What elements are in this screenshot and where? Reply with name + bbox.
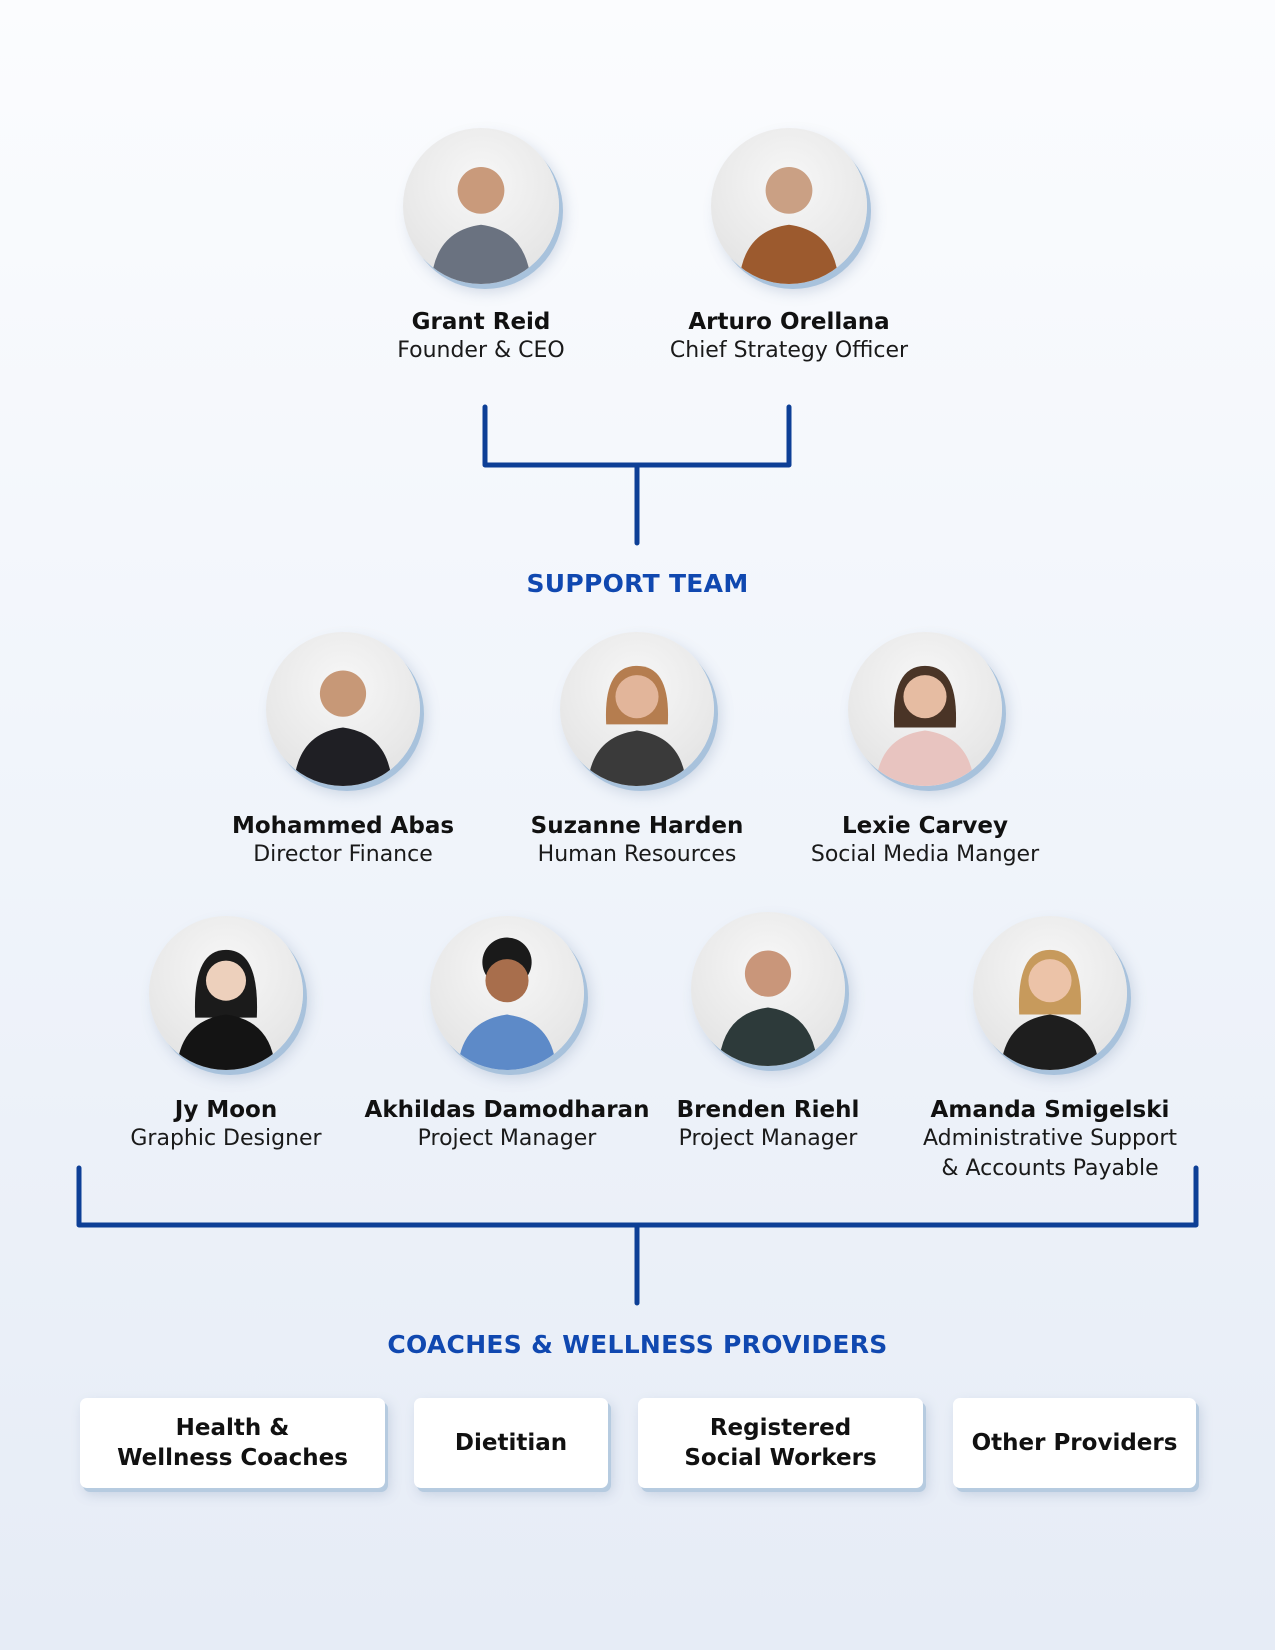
person-photo	[848, 632, 1002, 786]
person-photo	[973, 916, 1127, 1070]
person-role: Chief Strategy Officer	[669, 338, 909, 363]
person-role: Graphic Designer	[130, 1126, 322, 1151]
person-name: Amanda Smigelski	[930, 1097, 1170, 1123]
person-lexie-carvey: Lexie Carvey Social Media Manger	[785, 632, 1065, 870]
support-team-heading: SUPPORT TEAM	[526, 569, 749, 598]
person-role: Human Resources	[537, 842, 737, 867]
person-name: Grant Reid	[411, 309, 551, 335]
provider-label: Wellness Coaches	[117, 1445, 348, 1471]
person-mohammed-abas: Mohammed Abas Director Finance	[213, 632, 473, 870]
person-role: Project Manager	[678, 1126, 858, 1151]
provider-label: Health &	[175, 1415, 290, 1441]
person-name: Mohammed Abas	[231, 813, 455, 839]
person-name: Akhildas Damodharan	[364, 1097, 650, 1123]
person-brenden-riehl: Brenden Riehl Project Manager	[648, 912, 888, 1154]
person-photo	[560, 632, 714, 786]
person-amanda-smigelski: Amanda Smigelski Administrative Support …	[900, 916, 1200, 1184]
person-photo	[149, 916, 303, 1070]
provider-label: Dietitian	[454, 1430, 568, 1456]
person-role: Founder & CEO	[397, 338, 565, 363]
provider-label: Registered	[709, 1415, 852, 1441]
person-name: Jy Moon	[174, 1097, 278, 1123]
person-grant-reid: Grant Reid Founder & CEO	[361, 128, 601, 366]
person-role: Administrative Support	[922, 1126, 1178, 1151]
leadership-connector	[482, 404, 792, 468]
provider-label: Other Providers	[971, 1430, 1178, 1456]
person-role: & Accounts Payable	[941, 1156, 1159, 1181]
person-role: Director Finance	[253, 842, 433, 867]
person-photo	[266, 632, 420, 786]
person-akhildas-damodharan: Akhildas Damodharan Project Manager	[357, 916, 657, 1154]
person-role: Project Manager	[417, 1126, 597, 1151]
person-photo	[711, 128, 867, 284]
provider-box-other-providers: Other Providers	[953, 1398, 1196, 1488]
person-name: Arturo Orellana	[688, 309, 890, 335]
person-suzanne-harden: Suzanne Harden Human Resources	[507, 632, 767, 870]
person-photo	[691, 912, 845, 1066]
person-name: Suzanne Harden	[530, 813, 744, 839]
person-name: Lexie Carvey	[842, 813, 1008, 839]
provider-box-registered-social-workers: Registered Social Workers	[638, 1398, 923, 1488]
person-photo	[403, 128, 559, 284]
person-arturo-orellana: Arturo Orellana Chief Strategy Officer	[644, 128, 934, 366]
person-photo	[430, 916, 584, 1070]
provider-box-dietitian: Dietitian	[414, 1398, 608, 1488]
person-name: Brenden Riehl	[676, 1097, 860, 1123]
provider-box-health-wellness-coaches: Health & Wellness Coaches	[80, 1398, 385, 1488]
providers-heading: COACHES & WELLNESS PROVIDERS	[387, 1330, 888, 1359]
person-role: Social Media Manger	[810, 842, 1040, 867]
provider-label: Social Workers	[684, 1445, 877, 1471]
person-jy-moon: Jy Moon Graphic Designer	[111, 916, 341, 1154]
